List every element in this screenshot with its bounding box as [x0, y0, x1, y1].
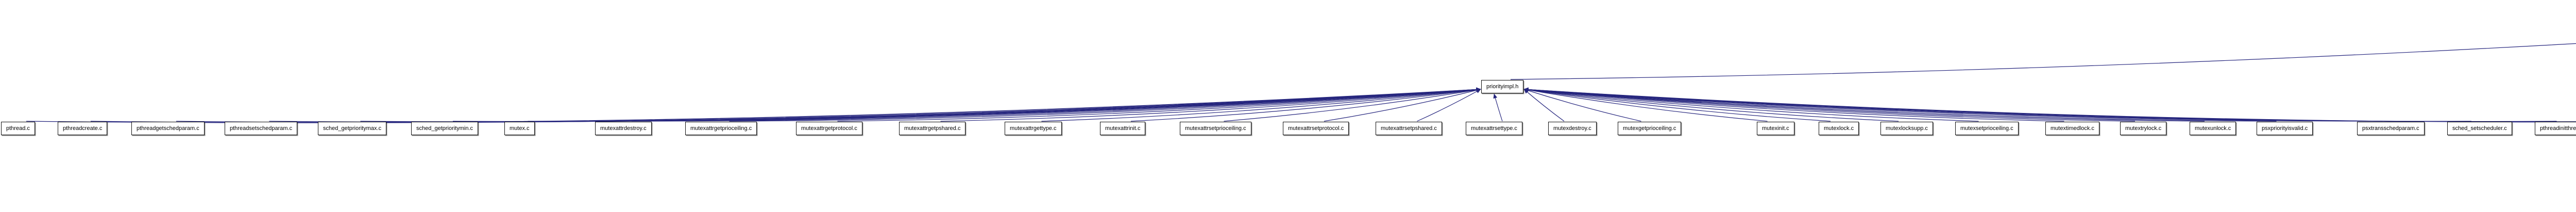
include-edge [631, 87, 1481, 122]
include-edge [1523, 87, 2576, 123]
graph-node-pthread-c[interactable]: pthread.c [1, 122, 35, 135]
graph-node-mutexattrdestroy-c[interactable]: mutexattrdestroy.c [595, 122, 652, 135]
include-edge [1523, 87, 2205, 122]
graph-node-mutexattrsetprotocol-c[interactable]: mutexattrsetprotocol.c [1283, 122, 1349, 135]
include-edge [1523, 87, 1979, 122]
graph-node-mutexattrgetpshared-c[interactable]: mutexattrgetpshared.c [899, 122, 966, 135]
include-edge [528, 87, 1481, 122]
include-edge [940, 87, 1481, 122]
graph-node-sched-setscheduler-c[interactable]: sched_setscheduler.c [2447, 122, 2512, 135]
include-edge [1523, 87, 2277, 122]
graph-node-mutexlock-c[interactable]: mutexlock.c [1819, 122, 1859, 135]
include-edge [1523, 88, 1899, 122]
graph-node-mutexlocksupp-c[interactable]: mutexlocksupp.c [1880, 122, 1933, 135]
include-edge [1523, 89, 1565, 122]
include-edge [1523, 88, 1768, 122]
graph-node-sched-getprioritymin-c[interactable]: sched_getprioritymin.c [411, 122, 479, 135]
include-edge [1523, 87, 2557, 122]
graph-node-mutexunlock-c[interactable]: mutexunlock.c [2190, 122, 2236, 135]
include-edge [452, 87, 1481, 122]
include-edge [1324, 88, 1481, 122]
include-edge [729, 87, 1481, 122]
graph-node-mutex-c[interactable]: mutex.c [504, 122, 535, 135]
graph-node-mutexgetprioceiling-c[interactable]: mutexgetprioceiling.c [1618, 122, 1682, 135]
graph-node-mutexattrgettype-c[interactable]: mutexattrgettype.c [1005, 122, 1062, 135]
include-edge [1510, 43, 2576, 80]
graph-node-psxpriorityisvalid-c[interactable]: psxpriorityisvalid.c [2257, 122, 2313, 135]
include-edge [1523, 87, 2576, 122]
include-edge [1041, 87, 1481, 122]
include-edge [90, 87, 1481, 123]
graph-node-mutexattrinit-c[interactable]: mutexattrinit.c [1100, 122, 1146, 135]
include-edge [1417, 89, 1481, 122]
graph-node-mutexattrsettype-c[interactable]: mutexattrsettype.c [1466, 122, 1522, 135]
graph-node-mutextimedlock-c[interactable]: mutextimedlock.c [2045, 122, 2099, 135]
graph-node-mutexattrsetprioceiling-c[interactable]: mutexattrsetprioceiling.c [1180, 122, 1251, 135]
graph-node-pthreadcreate-c[interactable]: pthreadcreate.c [58, 122, 108, 135]
include-edge [1523, 87, 2383, 122]
graph-node-mutexattrgetprotocol-c[interactable]: mutexattrgetprotocol.c [796, 122, 862, 135]
graph-node-pthreadgetschedparam-c[interactable]: pthreadgetschedparam.c [131, 122, 205, 135]
graph-node-priorityimpl-h[interactable]: priorityimpl.h [1481, 80, 1524, 93]
graph-node-mutexattrsetpshared-c[interactable]: mutexattrsetpshared.c [1376, 122, 1442, 135]
graph-node-mutexdestroy-c[interactable]: mutexdestroy.c [1548, 122, 1597, 135]
include-edge [1493, 93, 1503, 122]
include-edge [1224, 88, 1481, 122]
include-edge [837, 87, 1481, 122]
include-edge [1523, 87, 2136, 122]
graph-node-psxtransschedparam-c[interactable]: psxtransschedparam.c [2357, 122, 2425, 135]
graph-node-pthreadsetschedparam-c[interactable]: pthreadsetschedparam.c [225, 122, 298, 135]
graph-node-mutexsetprioceiling-c[interactable]: mutexsetprioceiling.c [1955, 122, 2019, 135]
graph-node-mutextrylock-c[interactable]: mutextrylock.c [2120, 122, 2167, 135]
graph-node-mutexinit-c[interactable]: mutexinit.c [1757, 122, 1794, 135]
include-edge [1523, 87, 2472, 122]
include-edge [1523, 87, 2064, 122]
graph-node-mutexattrgetprioceiling-c[interactable]: mutexattrgetprioceiling.c [685, 122, 757, 135]
graph-node-sched-getprioritymax-c[interactable]: sched_getprioritymax.c [318, 122, 387, 135]
include-edge [1523, 88, 1641, 122]
graph-node-pthreadinitthreads-c[interactable]: pthreadinitthreads.c [2535, 122, 2576, 135]
include-edge [1523, 88, 1831, 122]
include-edge [1130, 88, 1481, 122]
